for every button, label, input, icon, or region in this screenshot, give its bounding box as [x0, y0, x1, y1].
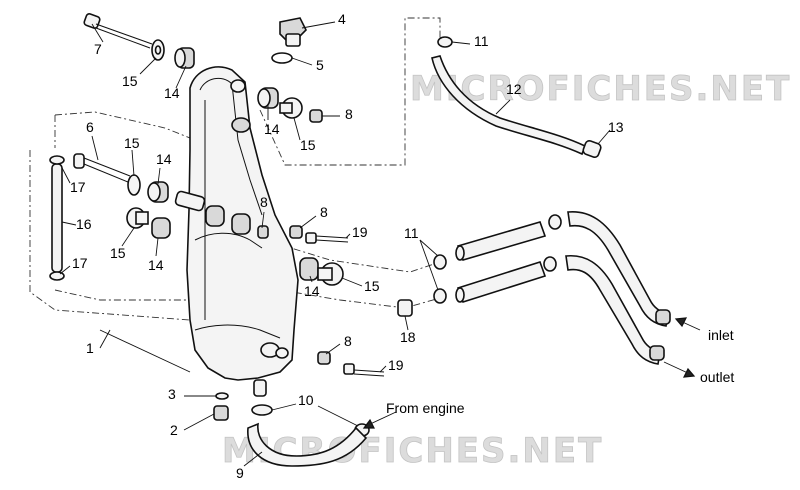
grommet-14-upper-right — [257, 87, 279, 109]
hose-16 — [51, 163, 63, 273]
tube-upper — [455, 221, 547, 261]
spacer-18 — [397, 299, 413, 317]
o-ring-5 — [271, 52, 293, 64]
nut-8-lower — [317, 351, 331, 365]
grommet-14-top — [174, 47, 195, 69]
tube-lower — [455, 261, 547, 303]
bolt-7 — [83, 13, 153, 49]
clamp-lower-right — [543, 256, 557, 272]
clamp-10-left — [251, 404, 273, 416]
hose-outlet — [565, 255, 665, 365]
washer-15-top — [151, 39, 165, 61]
outlet-arrow — [663, 361, 696, 378]
nut-8-upper — [309, 109, 323, 123]
inlet-arrow — [674, 317, 701, 331]
clamp-17-bottom — [49, 271, 65, 281]
clamp-17-top — [49, 155, 65, 165]
reference-lines — [29, 17, 441, 321]
clamp-11-mid-upper — [433, 254, 447, 270]
clamp-11-top — [437, 36, 453, 48]
washer-15-upper-right — [279, 97, 303, 119]
washer-15-lower-right — [317, 262, 344, 286]
nut-8-right — [289, 225, 303, 239]
filler-cap-4 — [279, 17, 307, 47]
bolt-19-upper — [305, 232, 349, 244]
drain-plug-2 — [213, 405, 229, 421]
clamp-upper-right — [548, 214, 562, 230]
grommet-14-lower-left — [151, 217, 171, 239]
from-engine-arrow — [362, 411, 397, 429]
bolt-6 — [73, 153, 131, 183]
bolt-19-lower — [343, 363, 385, 377]
hose-9 — [247, 422, 368, 467]
fitting-13 — [582, 140, 602, 158]
washer-15-lower-left — [126, 207, 149, 229]
grommet-14-lower-right — [299, 257, 319, 281]
grommet-14-mid-left — [147, 181, 169, 203]
leader-lines — [59, 21, 611, 467]
hose-inlet — [567, 211, 671, 327]
nut-8-right-mid — [257, 225, 269, 239]
spacer-mid — [174, 190, 206, 212]
clamp-11-mid-lower — [433, 288, 447, 304]
washer-15-mid-left — [127, 174, 141, 196]
washer-3 — [215, 392, 229, 400]
hose-12 — [431, 55, 587, 156]
grommet-14-tank-mid — [205, 205, 251, 235]
